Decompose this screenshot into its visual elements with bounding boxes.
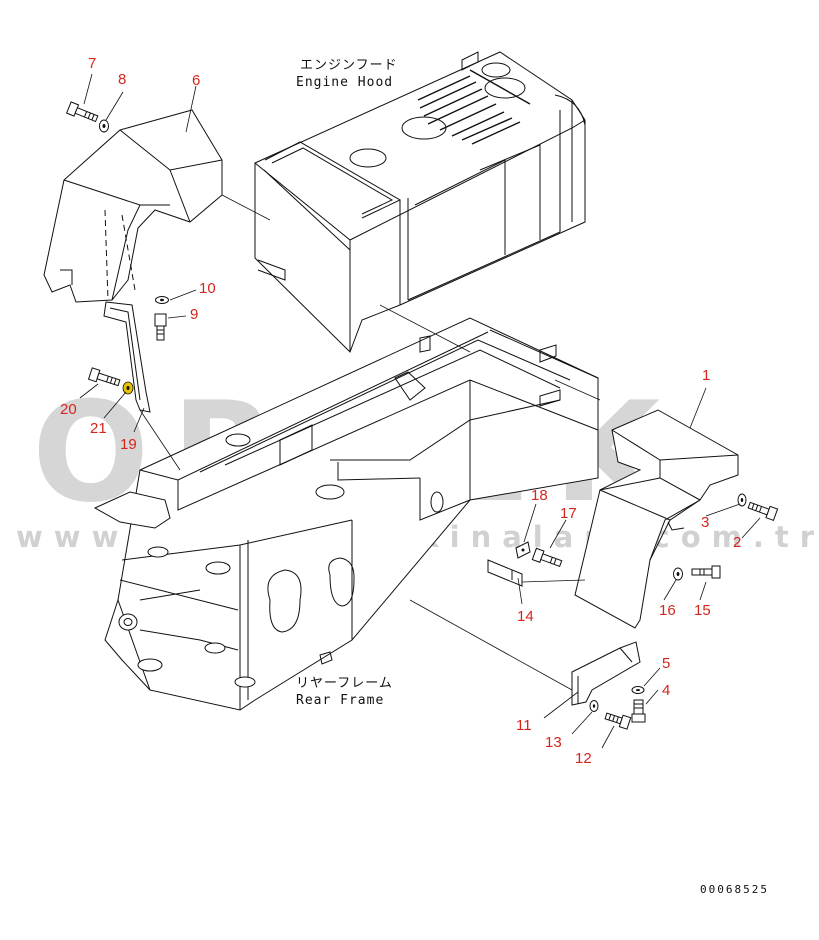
callout-10: 10 <box>199 280 216 297</box>
washer-16 <box>673 567 683 581</box>
bracket-19 <box>103 301 151 413</box>
bolt-2 <box>747 501 779 522</box>
callout-15: 15 <box>694 602 711 619</box>
callout-12: 12 <box>575 750 592 767</box>
engine-hood <box>254 51 586 353</box>
callout-17: 17 <box>560 505 577 522</box>
drawing-code: 00068525 <box>700 883 769 896</box>
bolt-4 <box>631 699 646 723</box>
rear-frame-caption-en: Rear Frame <box>296 693 385 708</box>
callout-9: 9 <box>190 306 199 323</box>
leader-lines <box>79 73 761 749</box>
callout-7: 7 <box>88 55 97 72</box>
bracket-14 <box>487 559 523 587</box>
right-cover-step <box>574 409 739 629</box>
assembly-lines <box>139 194 601 691</box>
rear-frame <box>93 317 599 711</box>
callout-13: 13 <box>545 734 562 751</box>
bolt-12 <box>604 712 632 730</box>
bolt-15 <box>691 565 721 579</box>
callout-14: 14 <box>517 608 534 625</box>
callout-8: 8 <box>118 71 127 88</box>
lower-bracket-11 <box>571 641 641 706</box>
bolt-20 <box>87 367 121 387</box>
rear-frame-caption-jp: リヤーフレーム <box>296 676 393 691</box>
bolt-9 <box>154 313 167 341</box>
callout-20: 20 <box>60 401 77 418</box>
callout-21: 21 <box>90 420 107 437</box>
callout-4: 4 <box>662 682 671 699</box>
washer-13 <box>589 700 599 712</box>
engine-hood-caption-jp: エンジンフード <box>300 58 398 73</box>
washer-5 <box>631 686 645 694</box>
washer-10 <box>155 296 169 304</box>
bolt-17 <box>531 547 563 567</box>
callout-18: 18 <box>531 487 548 504</box>
callout-3: 3 <box>701 514 710 531</box>
callout-16: 16 <box>659 602 676 619</box>
callout-19: 19 <box>120 436 137 453</box>
callout-11: 11 <box>516 717 532 734</box>
washer-3 <box>737 493 747 507</box>
washer-18 <box>515 541 531 559</box>
bolt-7 <box>65 101 99 123</box>
callout-2: 2 <box>733 534 742 551</box>
washer-21 <box>122 381 134 395</box>
left-cover-step <box>43 109 223 303</box>
washer-8 <box>99 119 109 133</box>
engine-hood-caption-en: Engine Hood <box>296 75 394 90</box>
callout-6: 6 <box>192 72 201 89</box>
callout-5: 5 <box>662 655 671 672</box>
callout-1: 1 <box>702 367 711 384</box>
